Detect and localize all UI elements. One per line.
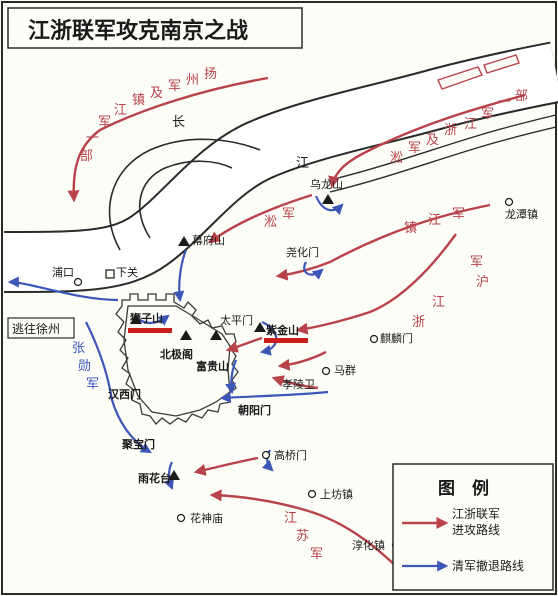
label-zhe-1: 一 bbox=[498, 95, 511, 110]
yangtze-river bbox=[3, 41, 558, 293]
label-yang-0: 扬 bbox=[204, 67, 217, 82]
place-fuguishan: 富贵山 bbox=[196, 359, 229, 373]
label-yang-6: 军 bbox=[98, 115, 111, 130]
place-huashenmiao: 花神庙 bbox=[190, 511, 223, 525]
place-shangfangzhen: 上坊镇 bbox=[320, 487, 353, 501]
zijinshan-fort-bar bbox=[264, 338, 308, 343]
place-gaoqiaomen: 高桥门 bbox=[274, 448, 307, 462]
label-yang-7: 一 bbox=[86, 131, 99, 146]
legend-attack-line1: 江浙联军 bbox=[452, 507, 500, 521]
label-yang-2: 军 bbox=[168, 79, 181, 94]
retreat-routes bbox=[7, 195, 344, 491]
place-chunhuazhen: 淳化镇 bbox=[352, 538, 385, 552]
label-yang-3: 及 bbox=[150, 86, 163, 101]
place-wulongshan: 乌龙山 bbox=[310, 177, 343, 191]
place-shizishan: 狮子山 bbox=[129, 311, 163, 325]
legend-attack-line2: 进攻路线 bbox=[452, 522, 500, 537]
retreat-labels: 张 勋 军 bbox=[72, 341, 99, 392]
label-hu-3: 浙 bbox=[412, 315, 425, 330]
place-chaoyangmen: 朝阳门 bbox=[238, 403, 271, 417]
legend bbox=[392, 463, 554, 591]
attack-routes bbox=[67, 76, 526, 575]
label-song-1: 军 bbox=[282, 207, 295, 222]
label-hu-1: 军 bbox=[470, 255, 483, 270]
legend-title: 图 例 bbox=[438, 478, 489, 499]
label-zhen-1: 江 bbox=[428, 213, 441, 228]
label-zhe-4: 浙 bbox=[444, 123, 457, 138]
label-zhe-7: 淞 bbox=[390, 151, 403, 166]
label-song-0: 淞 bbox=[264, 215, 277, 230]
place-yuhuatai: 雨花台 bbox=[138, 471, 171, 485]
mountain-icons bbox=[130, 194, 334, 480]
place-yaohuamen: 尧化门 bbox=[286, 245, 319, 259]
label-yang-1: 州 bbox=[186, 73, 199, 88]
retreat-destination: 逃往徐州 bbox=[12, 321, 60, 336]
label-zhe-2: 军 bbox=[481, 107, 494, 122]
label-js-2: 军 bbox=[310, 547, 323, 562]
legend-retreat: 清军撤退路线 bbox=[452, 558, 524, 573]
label-zhe-6: 军 bbox=[408, 141, 421, 156]
label-zhang-1: 勋 bbox=[78, 359, 91, 374]
place-xiaguan: 下关 bbox=[116, 265, 138, 279]
label-yang-5: 江 bbox=[114, 103, 127, 118]
shizishan-fort-bar bbox=[128, 328, 172, 333]
label-js-0: 江 bbox=[284, 511, 297, 526]
xiaguan-marker bbox=[105, 269, 115, 279]
label-zhe-0: 部 bbox=[515, 89, 528, 104]
label-hu-0: 沪 bbox=[476, 274, 489, 290]
place-beijige: 北极阁 bbox=[160, 347, 193, 361]
label-hu-2: 江 bbox=[432, 295, 445, 310]
place-taipingmen: 太平门 bbox=[220, 313, 253, 327]
map-title: 江浙联军攻克南京之战 bbox=[28, 18, 248, 44]
place-longtanzhen: 龙潭镇 bbox=[505, 207, 538, 221]
label-zhe-3: 江 bbox=[464, 117, 477, 132]
place-pukou: 浦口 bbox=[52, 266, 74, 279]
river-label-chang: 长 bbox=[172, 115, 185, 130]
place-jubaomen: 聚宝门 bbox=[121, 437, 155, 451]
label-zhen-2: 军 bbox=[452, 207, 465, 222]
place-xiaolingwei: 孝陵卫 bbox=[282, 378, 315, 391]
place-labels: 乌龙山 幕府山 尧化门 龙潭镇 浦口 下关 狮子山 北极阁 太平门 紫金山 麒麟… bbox=[52, 177, 538, 552]
label-yang-4: 镇 bbox=[132, 93, 145, 108]
place-qilinmen: 麒麟门 bbox=[380, 331, 413, 345]
label-zhang-0: 张 bbox=[72, 341, 85, 356]
place-maqun: 马群 bbox=[334, 363, 356, 377]
place-hanximen: 汉西门 bbox=[108, 387, 141, 401]
river-label-jiang: 江 bbox=[296, 156, 309, 171]
label-js-1: 苏 bbox=[296, 528, 309, 544]
label-zhe-5: 及 bbox=[426, 133, 439, 148]
label-zhang-2: 军 bbox=[86, 377, 99, 392]
place-mufushan: 幕府山 bbox=[192, 233, 225, 247]
title-box bbox=[7, 7, 303, 49]
place-zijinshan: 紫金山 bbox=[266, 323, 299, 337]
retreat-label-box bbox=[7, 317, 75, 339]
label-yang-8: 部 bbox=[80, 149, 93, 164]
route-labels: 扬 州 军 及 镇 江 军 一 部 部 一 军 江 浙 及 军 淞 淞 军 镇 … bbox=[80, 67, 528, 562]
boats-icon bbox=[437, 54, 520, 90]
label-zhen-0: 镇 bbox=[404, 221, 417, 236]
